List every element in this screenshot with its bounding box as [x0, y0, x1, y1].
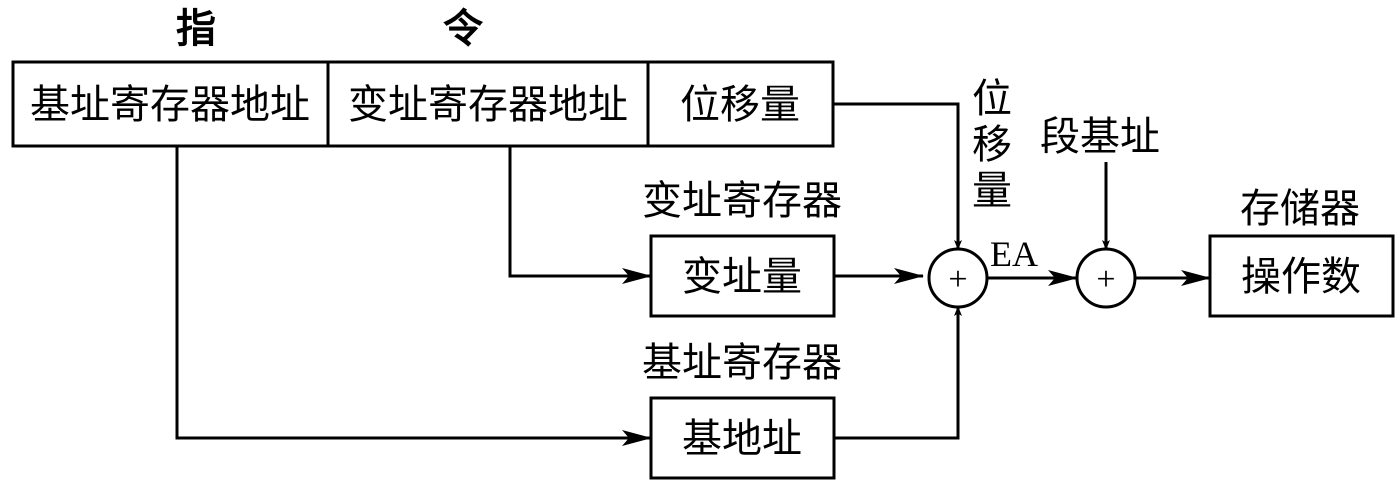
index-register-address-label: 变址寄存器地址 [348, 82, 628, 128]
displacement-vertical-label: 位 移 量 [972, 76, 1012, 214]
base-register-address-field [11, 60, 330, 148]
adder-2-plus-icon: + [1096, 261, 1115, 298]
index-register-address-field [326, 60, 650, 148]
adder-2: + [1075, 247, 1137, 309]
displacement-vertical-char-1: 位 [972, 76, 1012, 122]
ea-label: EA [990, 234, 1038, 274]
displacement-vertical-char-2: 移 [972, 122, 1012, 168]
instruction-title-left: 指 [176, 6, 216, 52]
index-value-label: 变址量 [682, 254, 802, 300]
segment-base-label: 段基址 [1040, 114, 1160, 160]
operand-box [1208, 234, 1395, 318]
base-register-address-label: 基址寄存器地址 [30, 82, 310, 128]
index-register-label: 变址寄存器 [642, 178, 842, 224]
displacement-label: 位移量 [680, 82, 800, 128]
displacement-field [646, 60, 835, 148]
instruction-title-right: 令 [443, 6, 484, 52]
operand-label: 操作数 [1241, 254, 1361, 300]
memory-label: 存储器 [1240, 186, 1360, 232]
base-address-to-adder-wire [834, 306, 962, 440]
base-register-wire [175, 146, 652, 446]
displacement-wire [833, 102, 962, 250]
index-register-wire [508, 146, 652, 284]
displacement-vertical-char-3: 量 [972, 168, 1012, 214]
base-register-label: 基址寄存器 [642, 340, 842, 386]
instruction-format: 基址寄存器地址 变址寄存器地址 位移量 [11, 60, 835, 148]
adder-1: + [927, 247, 989, 309]
adder-1-plus-icon: + [948, 261, 967, 298]
base-address-label: 基地址 [682, 416, 802, 462]
